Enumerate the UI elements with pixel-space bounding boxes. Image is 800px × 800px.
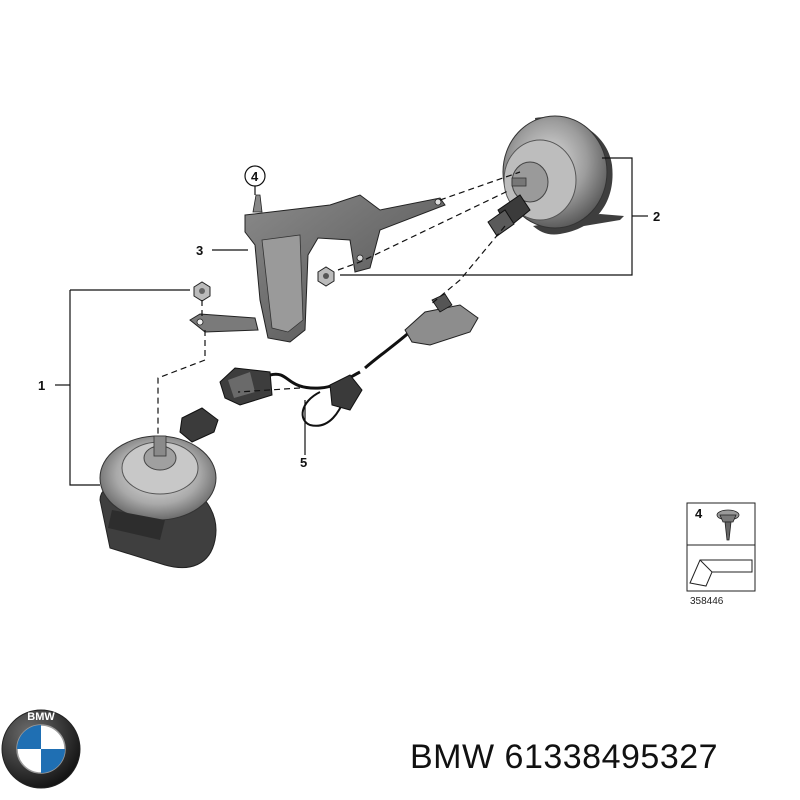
part-number-caption: BMW 61338495327 xyxy=(410,738,790,777)
bracket xyxy=(189,194,446,343)
callout-3: 3 xyxy=(196,243,203,258)
inset-label: 4 xyxy=(695,506,703,521)
harness-connector-right xyxy=(404,293,479,346)
inset-code: 358446 xyxy=(690,596,724,607)
screw-bracket xyxy=(252,194,263,213)
harness-connector-left xyxy=(219,367,273,406)
wiring-harness xyxy=(269,328,413,427)
logo-text: BMW xyxy=(27,711,55,723)
callout-5: 5 xyxy=(300,455,307,470)
horn-upper xyxy=(487,115,624,237)
callout-1: 1 xyxy=(38,378,45,393)
inset-box: 4 xyxy=(686,502,756,592)
nut-right xyxy=(317,266,335,287)
screw-icon xyxy=(716,509,740,541)
harness-connector-mid xyxy=(329,374,363,411)
caption-brand: BMW xyxy=(410,738,495,776)
callout-2: 2 xyxy=(653,209,660,224)
horn-lower xyxy=(99,407,219,569)
callout-4-circle xyxy=(244,165,266,187)
nut-left xyxy=(193,281,211,302)
bmw-logo: BMW xyxy=(1,709,81,789)
assembly-lines xyxy=(157,171,521,436)
leader-lines xyxy=(55,157,648,486)
callout-4: 4 xyxy=(251,169,259,184)
caption-part-number: 61338495327 xyxy=(504,738,719,776)
arrow-icon xyxy=(689,559,753,587)
